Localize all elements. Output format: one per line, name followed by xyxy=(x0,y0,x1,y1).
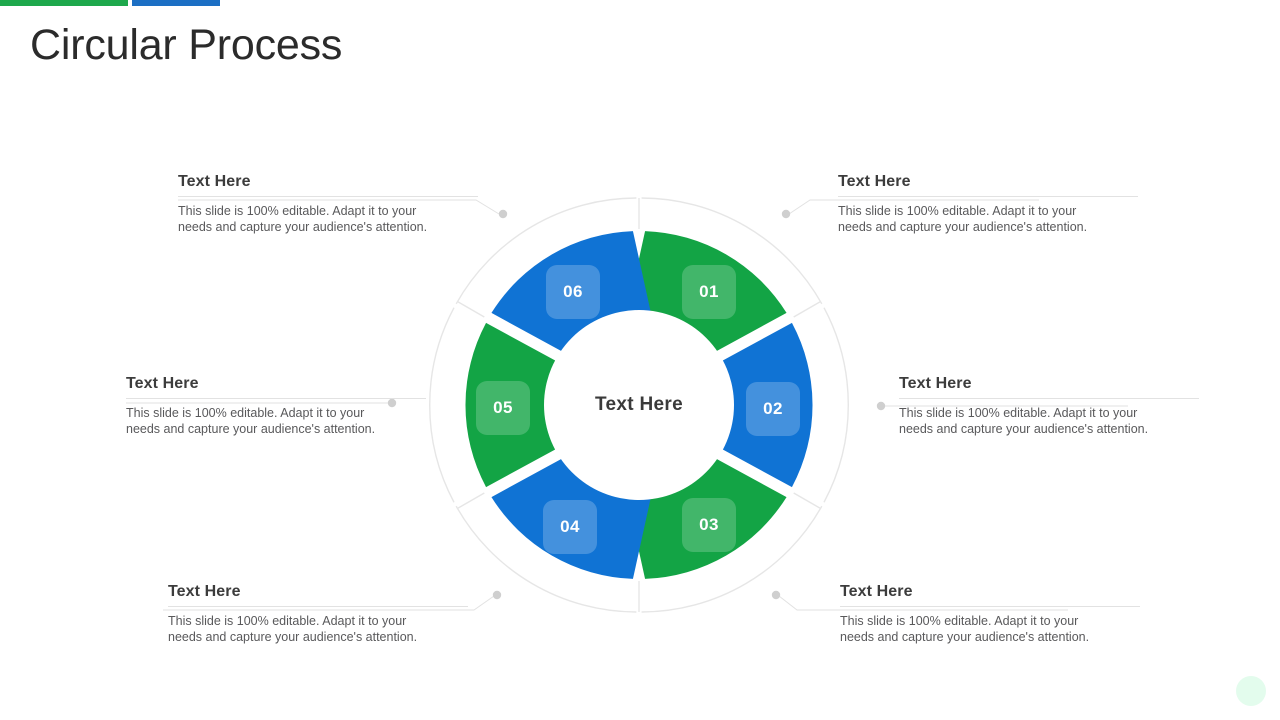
segment-03 xyxy=(627,452,787,579)
decorative-corner-dot xyxy=(1236,676,1266,706)
callout-bottom-right-title: Text Here xyxy=(840,583,913,600)
page-title: Circular Process xyxy=(30,21,343,69)
segment-01 xyxy=(627,231,787,358)
callout-mid-right-title: Text Here xyxy=(899,375,972,392)
accent-bar-green xyxy=(0,0,128,6)
segment-05 xyxy=(465,322,569,488)
segment-04 xyxy=(491,452,651,579)
wheel-segments xyxy=(465,231,813,579)
connector-dot-mid-right xyxy=(876,401,886,411)
circular-process-wheel: Text Here 01 02 03 04 05 06 xyxy=(427,187,851,623)
callout-mid-left-title: Text Here xyxy=(126,375,199,392)
callout-top-left-rule xyxy=(178,196,478,197)
segment-badge-06[interactable]: 06 xyxy=(546,265,600,319)
segment-badge-05[interactable]: 05 xyxy=(476,381,530,435)
callout-top-right-body: This slide is 100% editable. Adapt it to… xyxy=(838,204,1088,234)
segment-badge-02[interactable]: 02 xyxy=(746,382,800,436)
segment-06 xyxy=(491,231,651,358)
callout-top-left: Text Here This slide is 100% editable. A… xyxy=(178,173,478,235)
callout-bottom-right-rule xyxy=(840,606,1140,607)
segment-badge-04[interactable]: 04 xyxy=(543,500,597,554)
callout-top-right-title: Text Here xyxy=(838,173,911,190)
callout-bottom-left-title: Text Here xyxy=(168,583,241,600)
callout-bottom-left-rule xyxy=(168,606,468,607)
callout-bottom-right-body: This slide is 100% editable. Adapt it to… xyxy=(840,614,1090,644)
callout-mid-left-body: This slide is 100% editable. Adapt it to… xyxy=(126,406,376,436)
callout-mid-right: Text Here This slide is 100% editable. A… xyxy=(899,375,1199,437)
callout-mid-left: Text Here This slide is 100% editable. A… xyxy=(126,375,426,437)
callout-mid-left-rule xyxy=(126,398,426,399)
callout-mid-right-rule xyxy=(899,398,1199,399)
callout-top-right: Text Here This slide is 100% editable. A… xyxy=(838,173,1138,235)
callout-top-left-body: This slide is 100% editable. Adapt it to… xyxy=(178,204,428,234)
segment-badge-03[interactable]: 03 xyxy=(682,498,736,552)
callout-bottom-left: Text Here This slide is 100% editable. A… xyxy=(168,583,468,645)
wheel-hub xyxy=(544,310,734,500)
segment-badge-01[interactable]: 01 xyxy=(682,265,736,319)
callout-mid-right-body: This slide is 100% editable. Adapt it to… xyxy=(899,406,1149,436)
callout-top-left-title: Text Here xyxy=(178,173,251,190)
segment-02 xyxy=(709,322,813,488)
callout-bottom-right: Text Here This slide is 100% editable. A… xyxy=(840,583,1140,645)
callout-top-right-rule xyxy=(838,196,1138,197)
callout-bottom-left-body: This slide is 100% editable. Adapt it to… xyxy=(168,614,418,644)
accent-bar-blue xyxy=(132,0,220,6)
